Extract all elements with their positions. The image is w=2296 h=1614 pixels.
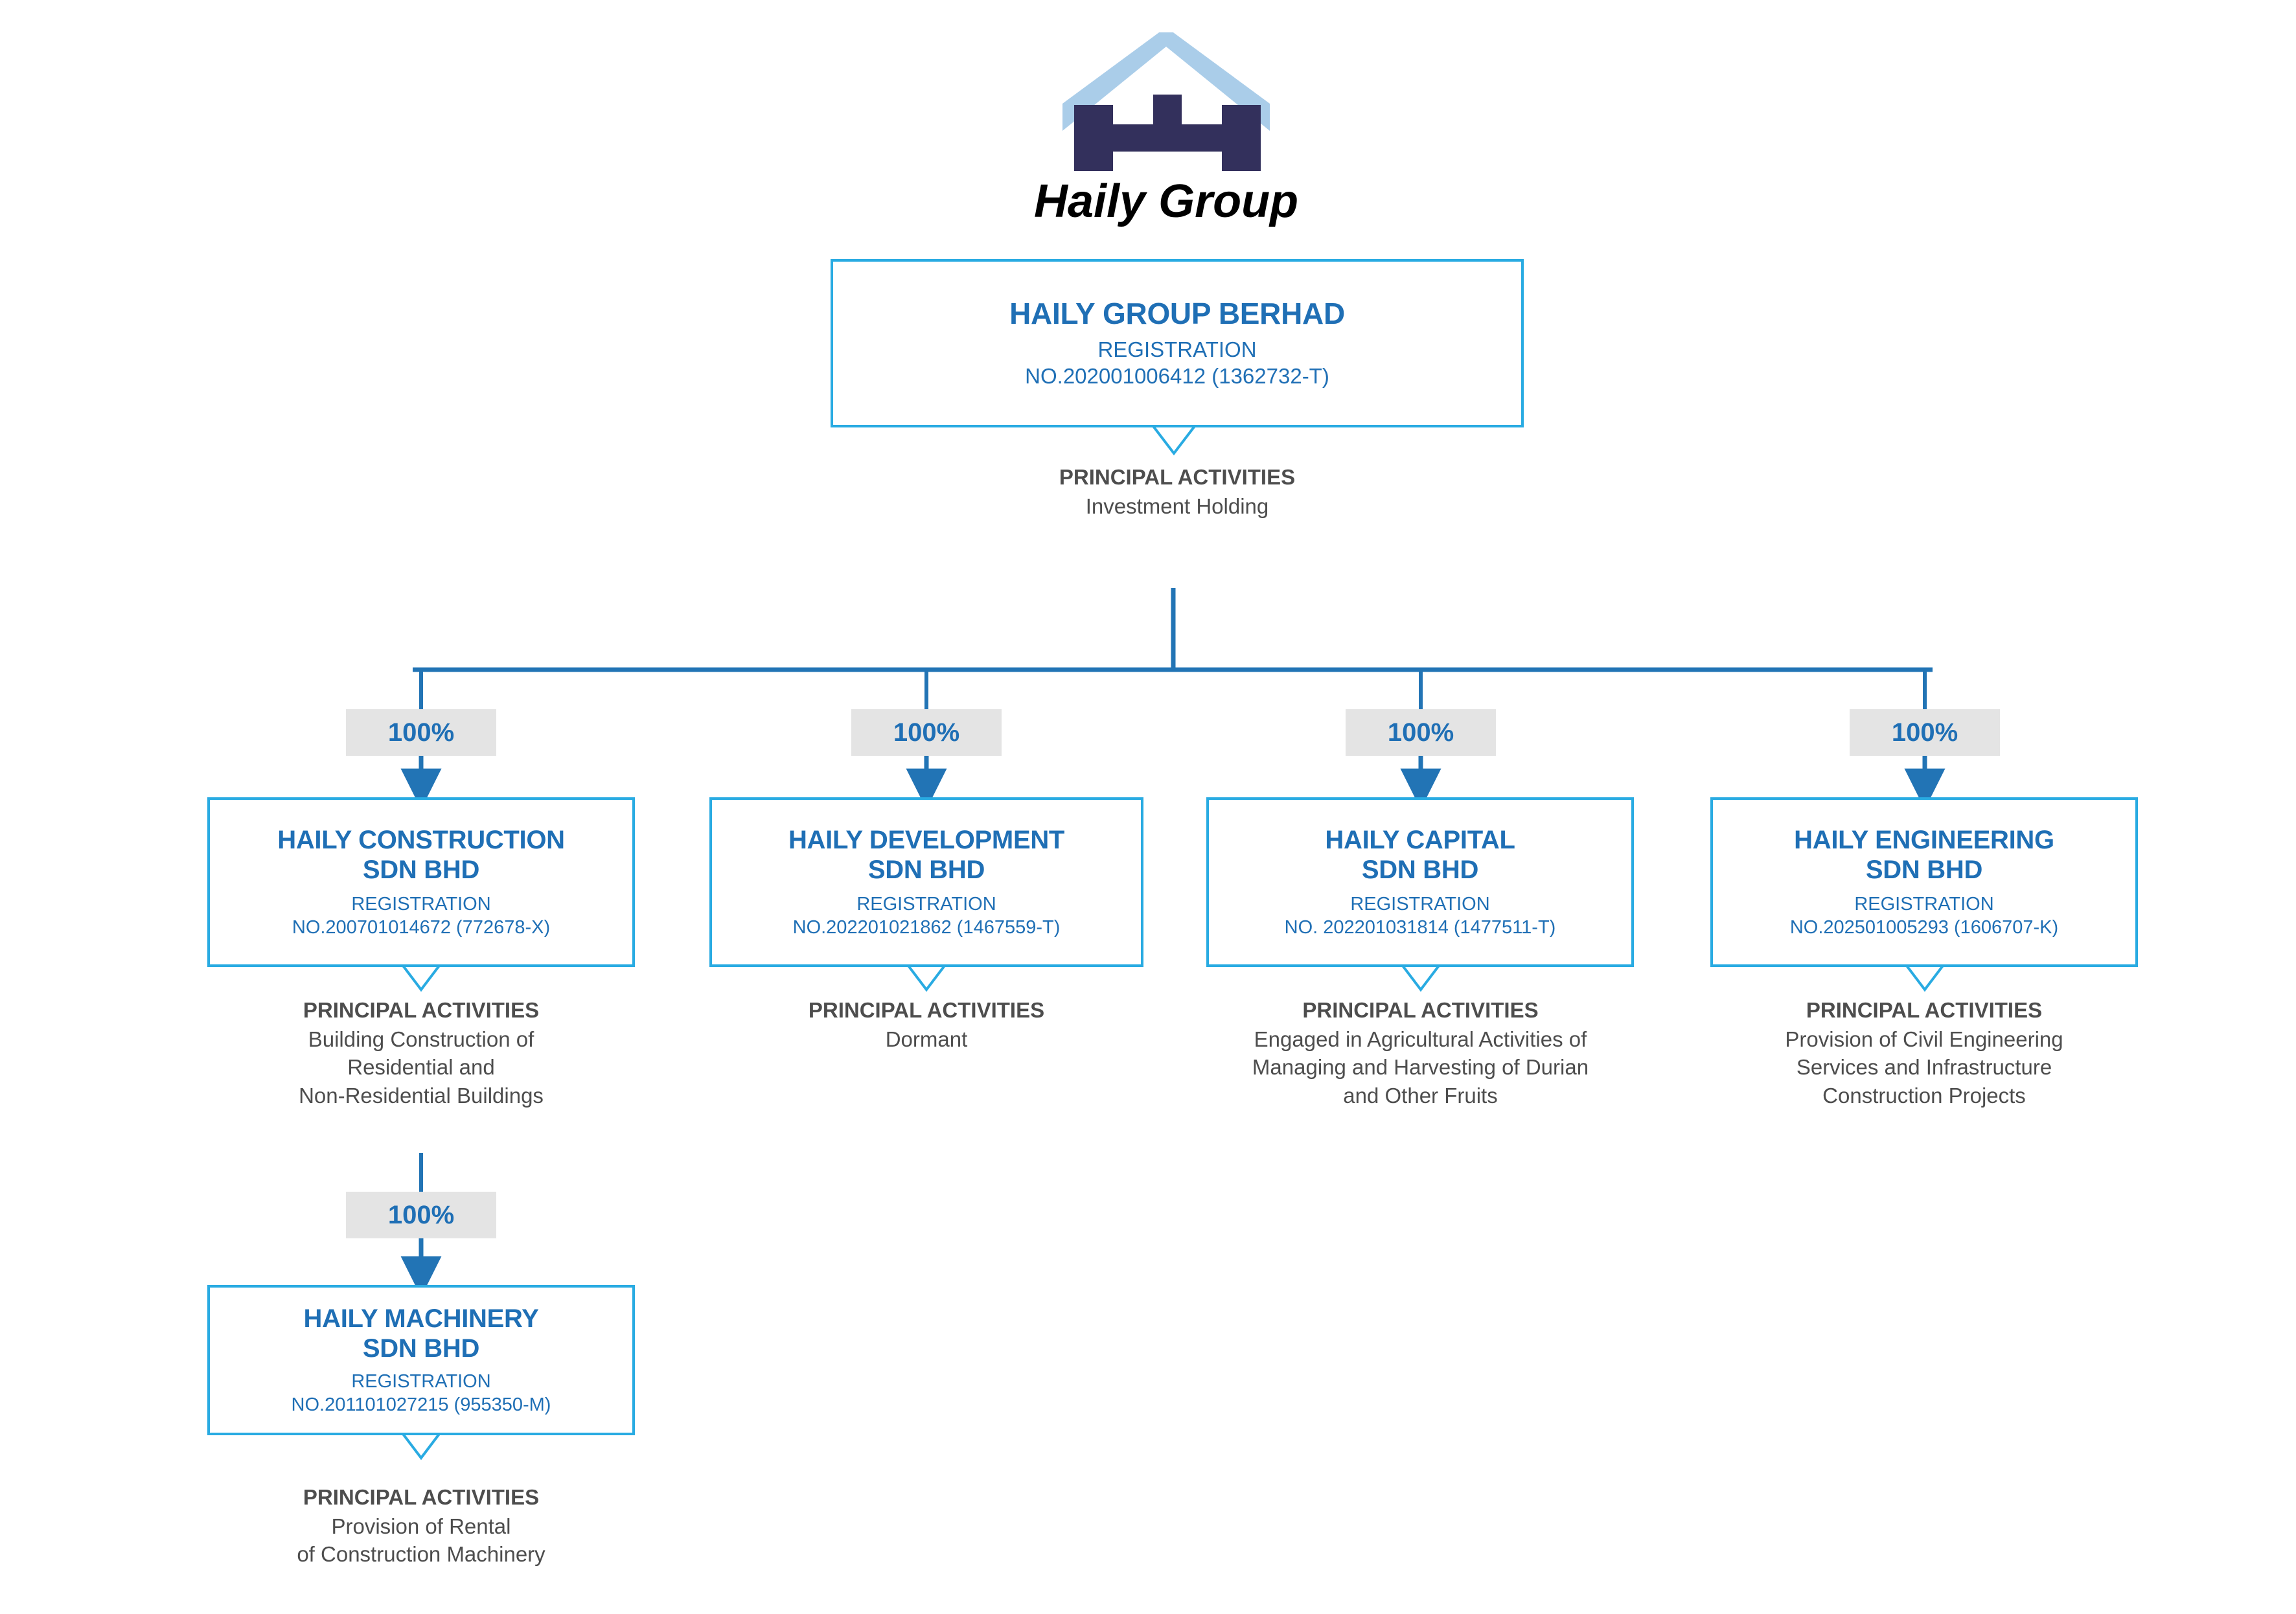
ownership-pill-construction: 100% <box>346 709 496 756</box>
principal-activities-root: PRINCIPAL ACTIVITIES Investment Holding <box>831 463 1524 520</box>
machinery-box-notch <box>207 1433 635 1461</box>
entity-name-engineering: HAILY ENGINEERING SDN BHD <box>1794 825 2054 884</box>
entity-registration-label-machinery: REGISTRATION <box>351 1370 491 1392</box>
principal-activities-desc-root: Investment Holding <box>1085 494 1269 518</box>
principal-activities-title-engineering: PRINCIPAL ACTIVITIES <box>1806 998 2043 1022</box>
principal-activities-desc-machinery: Provision of Rental of Construction Mach… <box>297 1514 545 1567</box>
entity-box-haily-group-berhad[interactable]: HAILY GROUP BERHAD REGISTRATION NO.20200… <box>831 259 1524 427</box>
capital-box-notch <box>1206 964 1634 992</box>
ownership-pill-development: 100% <box>851 709 1002 756</box>
entity-box-haily-development[interactable]: HAILY DEVELOPMENT SDN BHD REGISTRATION N… <box>709 797 1143 967</box>
principal-activities-desc-development: Dormant <box>885 1027 968 1051</box>
haily-group-logo-icon: Haily Group <box>1034 32 1298 227</box>
principal-activities-title-capital: PRINCIPAL ACTIVITIES <box>1302 998 1539 1022</box>
root-box-notch <box>831 425 1524 456</box>
roof-icon <box>1062 32 1270 131</box>
principal-activities-desc-engineering: Provision of Civil Engineering Services … <box>1785 1027 2063 1108</box>
principal-activities-development: PRINCIPAL ACTIVITIES Dormant <box>700 996 1153 1053</box>
entity-registration-label-root: REGISTRATION <box>1097 337 1257 362</box>
principal-activities-title-construction: PRINCIPAL ACTIVITIES <box>303 998 540 1022</box>
principal-activities-title-development: PRINCIPAL ACTIVITIES <box>808 998 1045 1022</box>
ownership-pill-machinery: 100% <box>346 1192 496 1238</box>
principal-activities-title-root: PRINCIPAL ACTIVITIES <box>1059 465 1296 489</box>
entity-box-haily-machinery[interactable]: HAILY MACHINERY SDN BHD REGISTRATION NO.… <box>207 1285 635 1435</box>
ownership-pill-engineering: 100% <box>1850 709 2000 756</box>
entity-name-machinery: HAILY MACHINERY SDN BHD <box>303 1304 539 1363</box>
principal-activities-machinery: PRINCIPAL ACTIVITIES Provision of Rental… <box>194 1483 648 1569</box>
principal-activities-construction: PRINCIPAL ACTIVITIES Building Constructi… <box>194 996 648 1109</box>
entity-registration-no-development: NO.202201021862 (1467559-T) <box>792 917 1061 938</box>
development-box-notch <box>709 964 1143 992</box>
entity-name-construction: HAILY CONSTRUCTION SDN BHD <box>277 825 565 884</box>
principal-activities-desc-construction: Building Construction of Residential and… <box>299 1027 544 1108</box>
company-logo: Haily Group <box>991 32 1471 227</box>
logo-square-icon <box>1153 95 1182 126</box>
entity-registration-no-engineering: NO.202501005293 (1606707-K) <box>1789 917 2059 938</box>
entity-registration-no-capital: NO. 202201031814 (1477511-T) <box>1284 917 1556 938</box>
entity-box-haily-engineering[interactable]: HAILY ENGINEERING SDN BHD REGISTRATION N… <box>1710 797 2138 967</box>
entity-registration-label-construction: REGISTRATION <box>351 893 491 915</box>
engineering-box-notch <box>1710 964 2138 992</box>
entity-registration-label-capital: REGISTRATION <box>1350 893 1490 915</box>
principal-activities-title-machinery: PRINCIPAL ACTIVITIES <box>303 1485 540 1509</box>
entity-name-capital: HAILY CAPITAL SDN BHD <box>1325 825 1515 884</box>
logo-wordmark: Haily Group <box>1034 176 1298 227</box>
principal-activities-desc-capital: Engaged in Agricultural Activities of Ma… <box>1252 1027 1589 1108</box>
entity-registration-label-development: REGISTRATION <box>856 893 996 915</box>
construction-box-notch <box>207 964 635 992</box>
entity-registration-no-machinery: NO.201101027215 (955350-M) <box>291 1394 551 1415</box>
entity-registration-no-root: NO.202001006412 (1362732-T) <box>1025 364 1329 389</box>
h-crossbar-icon <box>1074 124 1261 152</box>
entity-box-haily-construction[interactable]: HAILY CONSTRUCTION SDN BHD REGISTRATION … <box>207 797 635 967</box>
entity-box-haily-capital[interactable]: HAILY CAPITAL SDN BHD REGISTRATION NO. 2… <box>1206 797 1634 967</box>
entity-registration-no-construction: NO.200701014672 (772678-X) <box>292 917 551 938</box>
principal-activities-engineering: PRINCIPAL ACTIVITIES Provision of Civil … <box>1704 996 2144 1109</box>
ownership-pill-capital: 100% <box>1346 709 1496 756</box>
entity-registration-label-engineering: REGISTRATION <box>1854 893 1994 915</box>
entity-name-development: HAILY DEVELOPMENT SDN BHD <box>788 825 1065 884</box>
entity-name-root: HAILY GROUP BERHAD <box>1009 297 1345 331</box>
principal-activities-capital: PRINCIPAL ACTIVITIES Engaged in Agricult… <box>1179 996 1662 1109</box>
